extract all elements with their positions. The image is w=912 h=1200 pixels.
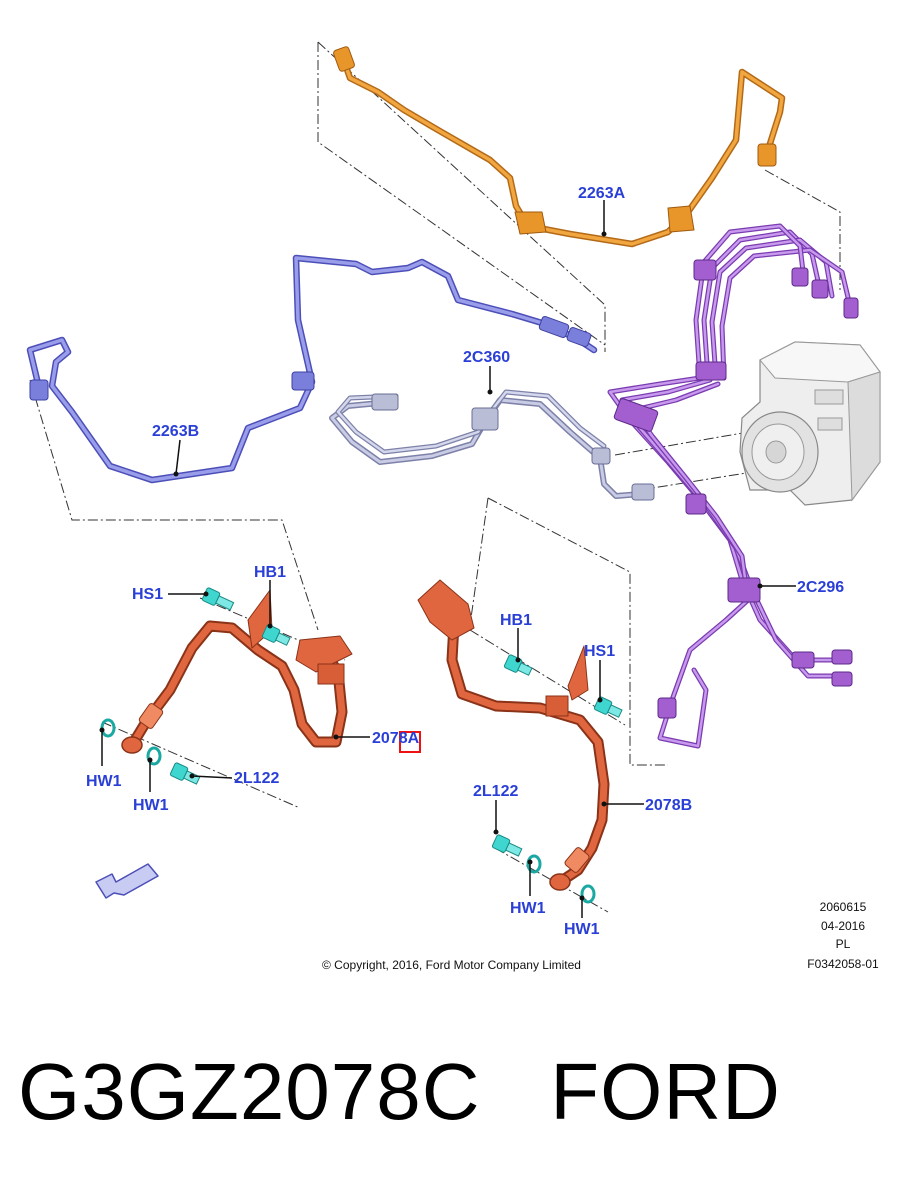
- brake-pipe-2263a: [333, 46, 786, 248]
- meta-lang: PL: [836, 937, 851, 951]
- part-number: G3GZ2078C: [18, 1047, 481, 1136]
- copyright: © Copyright, 2016, Ford Motor Company Li…: [322, 958, 581, 972]
- brake-pipe-2c296: [607, 223, 859, 749]
- leader-dots: [99, 231, 763, 901]
- bolt-hs1-left-icon: [201, 587, 235, 611]
- callout-labels: 2263A 2263B 2C360 2C296 HS1 HB1 HW1 HW1 …: [86, 185, 844, 938]
- label-2l122-right: 2L122: [473, 783, 518, 800]
- brake-pipe-2c360: [329, 389, 655, 501]
- label-hw1-right-b: HW1: [564, 921, 600, 938]
- brand-name: FORD: [550, 1047, 781, 1136]
- meta-date: 04-2016: [821, 919, 865, 933]
- label-2078a: 2078A: [372, 730, 420, 747]
- label-hs1-left: HS1: [132, 586, 163, 603]
- brake-hose-2078b: [417, 579, 610, 891]
- drawing-meta: 2060615 04-2016 PL F0342058-01 © Copyrig…: [322, 900, 879, 972]
- highlight-box: [399, 731, 421, 753]
- label-hw1-right-a: HW1: [510, 900, 546, 917]
- abs-module: [739, 341, 881, 506]
- label-2c296: 2C296: [797, 579, 844, 596]
- bolt-2l122-right-icon: [491, 834, 523, 857]
- leader-lines: [101, 200, 796, 918]
- label-2263b: 2263B: [152, 423, 199, 440]
- meta-ref: F0342058-01: [807, 957, 879, 971]
- hardware: [100, 587, 623, 904]
- washer-hw1-left-a-icon: [100, 718, 116, 738]
- label-2c360: 2C360: [463, 349, 510, 366]
- label-hw1-left-a: HW1: [86, 773, 122, 790]
- label-hs1-right: HS1: [584, 643, 615, 660]
- brake-pipe-2263b: [26, 254, 598, 484]
- label-hb1-left: HB1: [254, 564, 286, 581]
- washer-hw1-right-b-icon: [580, 884, 596, 904]
- part-caption: G3GZ2078C FORD: [18, 1052, 781, 1132]
- brake-lines-diagram: 2263A 2263B 2C360 2C296 HS1 HB1 HW1 HW1 …: [26, 41, 881, 972]
- label-2l122-left: 2L122: [234, 770, 279, 787]
- direction-arrow-icon: [95, 863, 159, 899]
- bolt-hb1-left-icon: [261, 624, 291, 646]
- label-hb1-right: HB1: [500, 612, 532, 629]
- label-2263a: 2263A: [578, 185, 626, 202]
- washer-hw1-left-b-icon: [146, 746, 162, 766]
- bolt-2l122-left-icon: [169, 762, 201, 785]
- washer-hw1-right-a-icon: [526, 854, 542, 874]
- meta-code: 2060615: [820, 900, 867, 914]
- label-hw1-left-b: HW1: [133, 797, 169, 814]
- label-2078b: 2078B: [645, 797, 692, 814]
- brake-hose-2078a: [121, 589, 353, 754]
